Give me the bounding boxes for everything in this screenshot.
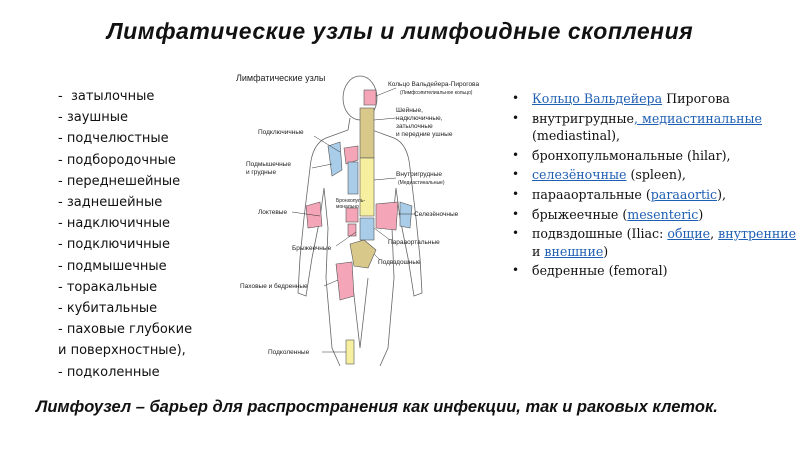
term-link[interactable]: внешние xyxy=(544,243,604,259)
svg-text:(Медиастинальные): (Медиастинальные) xyxy=(398,180,445,186)
neck-nodes-region xyxy=(359,107,375,159)
lymph-group-item: - торакальные xyxy=(58,279,158,295)
svg-text:Шейные,: Шейные, xyxy=(396,106,423,114)
svg-text:Селезёночные: Селезёночные xyxy=(414,211,459,218)
axillary-left-region xyxy=(327,141,343,177)
svg-text:Подколенные: Подколенные xyxy=(268,349,310,356)
bullet-icon: • xyxy=(512,110,520,125)
elbow-right-region xyxy=(399,201,413,229)
bullet-icon: • xyxy=(512,226,520,241)
term-text: внутригрудные xyxy=(532,110,635,126)
term-link[interactable]: , медиастинальные xyxy=(634,110,762,126)
term-link[interactable]: Кольцо Вальдейера xyxy=(532,91,663,106)
latin-list-item: • селезёночные (spleen), xyxy=(510,166,800,184)
latin-list-item: • брыжеечные (mesenteric) xyxy=(510,206,800,224)
lymph-group-item: - подключичные xyxy=(58,237,170,253)
lymph-group-item: - подмышечные xyxy=(58,258,167,274)
term-text: ) xyxy=(698,206,704,222)
term-link[interactable]: селезёночные xyxy=(532,167,627,183)
axillary-chest-region xyxy=(347,161,359,195)
term-text: Пирогова xyxy=(662,91,730,106)
term-text: , xyxy=(710,226,719,242)
popliteal-region xyxy=(345,339,355,365)
paraaortic-region xyxy=(359,217,375,241)
svg-text:затылочные: затылочные xyxy=(396,123,433,130)
svg-text:Кольцо Вальдейера-Пирогова: Кольцо Вальдейера-Пирогова xyxy=(388,80,479,88)
svg-text:Внутригрудные: Внутригрудные xyxy=(396,171,442,178)
bullet-icon: • xyxy=(512,147,520,162)
lymph-nodes-body-diagram: Лимфатические узлы xyxy=(228,68,520,368)
latin-list-item: • подвздошные (Iliac: общие, внутренние и… xyxy=(510,225,800,260)
svg-text:Подмышечные: Подмышечные xyxy=(246,161,291,168)
term-text: ), xyxy=(717,186,727,202)
svg-text:и грудные: и грудные xyxy=(246,169,276,176)
bronchopulmonary-region xyxy=(345,207,359,223)
term-link[interactable]: paraaortic xyxy=(650,186,718,202)
lymph-group-item: - переднешейные xyxy=(58,173,181,189)
lymph-group-item: - заушные xyxy=(58,110,129,126)
latin-list-item: • бронхопульмональные (hilar), xyxy=(510,147,800,165)
lymph-node-latin-list: • Кольцо Вальдейера Пирогова • внутригрудны… xyxy=(510,90,800,282)
svg-text:надключичные,: надключичные, xyxy=(396,115,443,122)
inguinal-region xyxy=(335,261,355,301)
lymph-group-item: - затылочные xyxy=(58,89,155,104)
svg-text:Брыжеечные: Брыжеечные xyxy=(292,245,332,252)
latin-list-item: • Кольцо Вальдейера Пирогова xyxy=(510,90,800,108)
svg-text:Подключичные: Подключичные xyxy=(258,129,304,136)
spleen-region xyxy=(375,201,399,231)
slide-title: Лимфатические узлы и лимфоидные скоплени… xyxy=(106,18,694,44)
svg-text:Бронхопуль-: Бронхопуль- xyxy=(336,198,365,204)
lymph-group-item: - подчелюстные xyxy=(58,131,169,147)
lymph-group-item: - подбородочные xyxy=(58,152,176,168)
term-text: и xyxy=(532,243,545,259)
diagram-title: Лимфатические узлы xyxy=(236,73,325,83)
svg-text:и передние ушные: и передние ушные xyxy=(396,131,453,138)
mesenteric-region xyxy=(347,223,357,237)
footer-statement: Лимфоузел – барьер для распространения к… xyxy=(36,398,718,416)
bullet-icon: • xyxy=(512,91,520,105)
svg-text:Локтевые: Локтевые xyxy=(258,209,287,216)
svg-text:Подвздошные: Подвздошные xyxy=(378,259,421,266)
term-text: (spleen), xyxy=(626,167,686,183)
term-text: (mediastinal), xyxy=(532,128,621,144)
svg-text:Парааортальные: Парааортальные xyxy=(388,239,440,246)
lymph-group-item: - надключичные xyxy=(58,216,170,232)
bullet-icon: • xyxy=(512,186,520,201)
bullet-icon: • xyxy=(512,167,520,182)
lymph-group-item: - кубитальные xyxy=(58,301,158,317)
latin-list-item: • парааортальные (paraaortic), xyxy=(510,186,800,204)
lymph-group-item: - заднешейные xyxy=(58,195,163,211)
subclavian-region xyxy=(343,145,359,165)
latin-list-item: • бедренные (femoral) xyxy=(510,262,800,280)
term-text: брыжеечные ( xyxy=(532,206,628,222)
lymph-group-item: - паховые глубокие и поверхностные), xyxy=(58,322,193,359)
iliac-region xyxy=(349,239,377,269)
term-text: подвздошные (Iliac: xyxy=(532,226,668,242)
latin-list-item: • внутригрудные, медиастинальные (mediast… xyxy=(510,110,800,145)
svg-text:Паховые и бедренные: Паховые и бедренные xyxy=(240,282,308,290)
bullet-icon: • xyxy=(512,206,520,221)
term-text: парааортальные ( xyxy=(532,186,651,202)
lymph-node-groups-list: - затылочные - заушные - подчелюстные - под… xyxy=(58,86,192,383)
svg-text:монально: монально xyxy=(336,204,359,210)
svg-text:(Лимфоэпителиальное кольцо): (Лимфоэпителиальное кольцо) xyxy=(400,90,473,96)
term-link[interactable]: общие xyxy=(667,226,711,242)
term-link[interactable]: mesenteric xyxy=(627,206,699,222)
lymph-group-item: - подколенные xyxy=(58,364,160,380)
term-text: бронхопульмональные (hilar), xyxy=(532,147,731,163)
mediastinal-region xyxy=(359,157,375,217)
waldeyer-ring-region xyxy=(363,89,377,106)
term-link[interactable]: внутренние xyxy=(718,226,797,242)
bullet-icon: • xyxy=(512,263,520,278)
term-text: бедренные (femoral) xyxy=(532,263,668,279)
term-text: ) xyxy=(603,243,609,259)
